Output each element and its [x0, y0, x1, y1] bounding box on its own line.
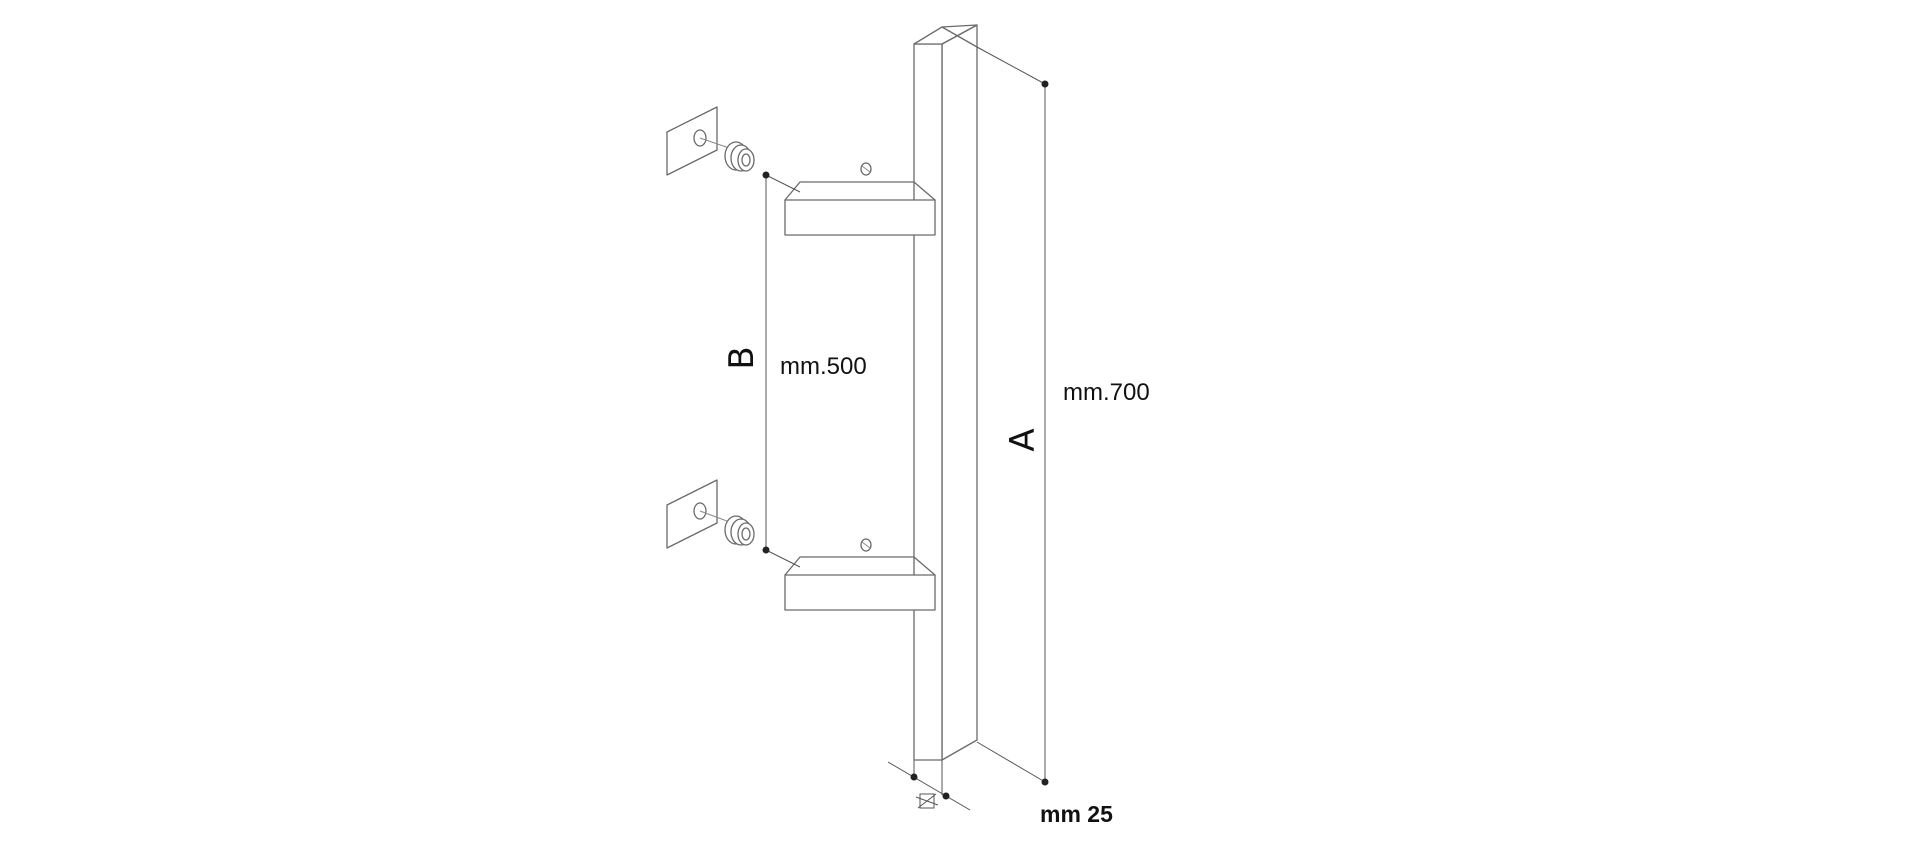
upper-fixing-plate — [666, 106, 736, 176]
upper-standoff — [784, 162, 936, 236]
lower-fixing-plate — [666, 479, 736, 549]
length-letter-label: A — [1003, 428, 1043, 451]
lower-fixing-nut — [724, 515, 755, 546]
upper-fixing-nut — [724, 141, 755, 172]
dimension-b — [762, 171, 801, 568]
lower-standoff — [784, 538, 936, 611]
square-section-icon — [915, 793, 939, 809]
spacing-letter-label: B — [722, 346, 762, 369]
dimension-section — [887, 760, 971, 811]
spacing-value-label: mm.500 — [780, 353, 867, 380]
handle-bar — [913, 24, 978, 761]
dimension-a — [976, 46, 1049, 786]
section-value-label: mm 25 — [1040, 801, 1113, 827]
length-value-label: mm.700 — [1063, 379, 1150, 406]
